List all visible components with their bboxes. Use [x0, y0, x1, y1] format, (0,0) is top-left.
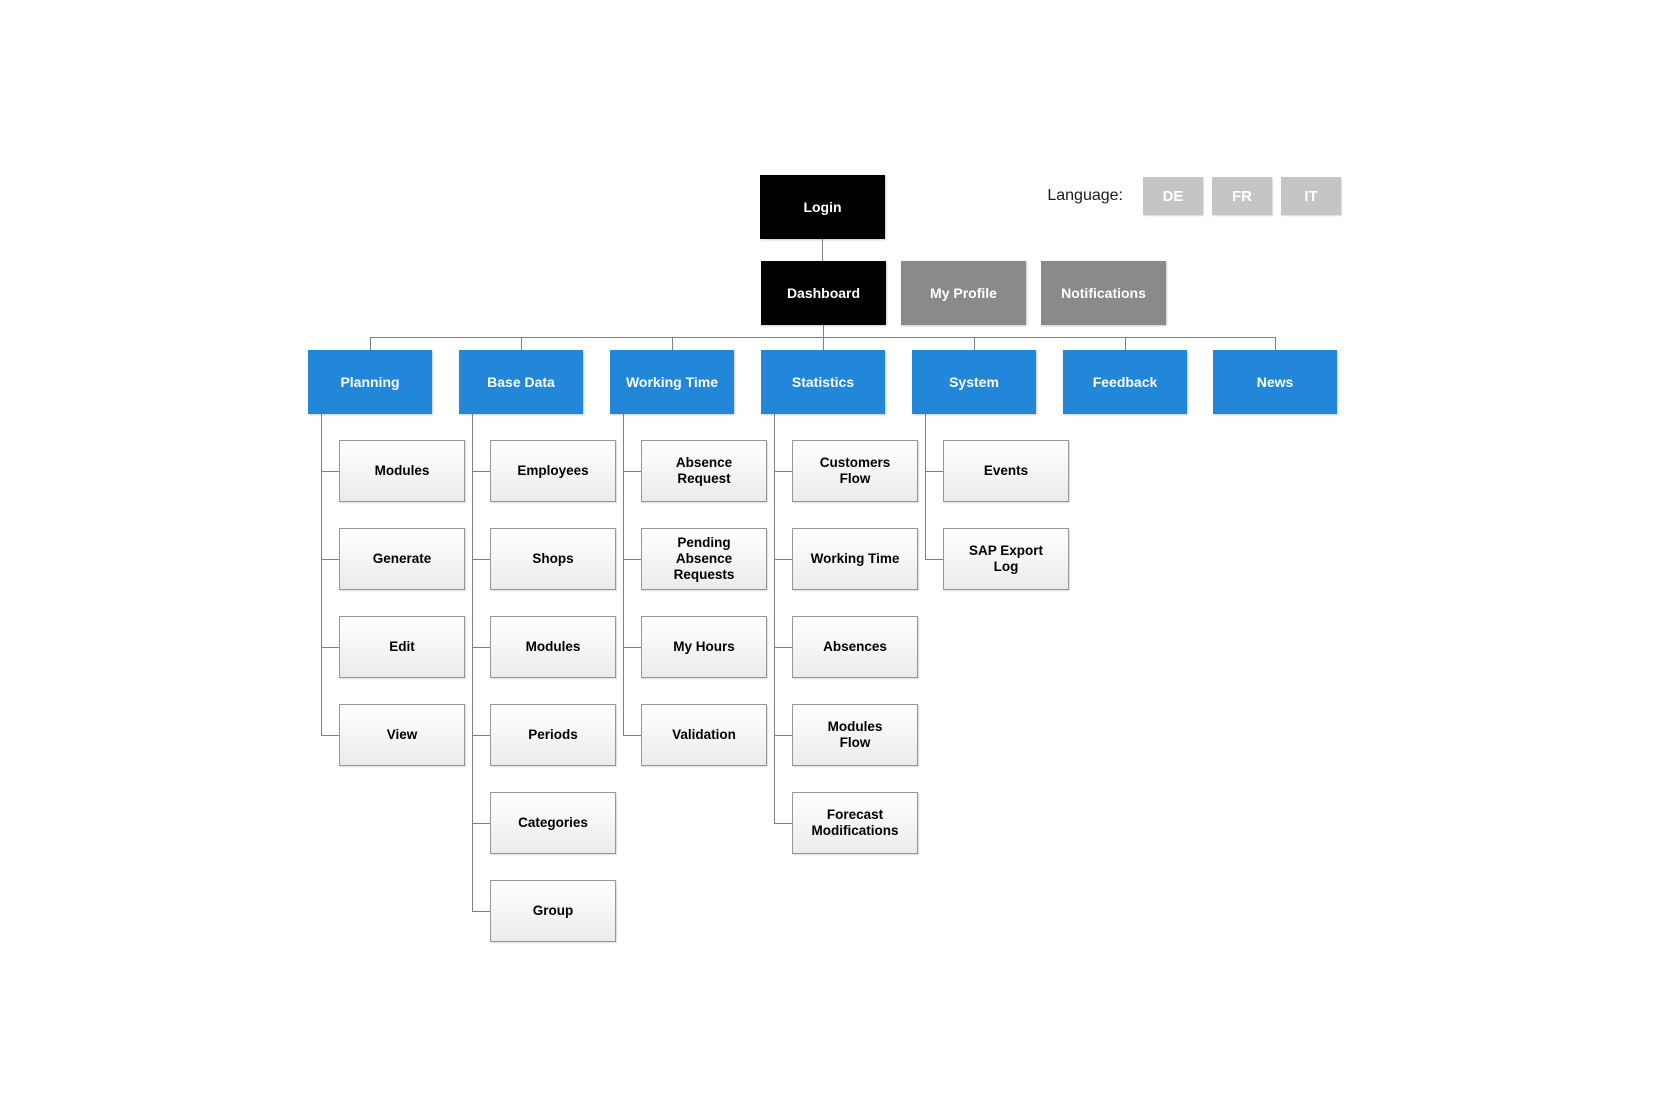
language-button-fr[interactable]: FR — [1212, 177, 1272, 215]
node-my-profile[interactable]: My Profile — [901, 261, 1026, 325]
node-planning-edit[interactable]: Edit — [339, 616, 465, 678]
connector-line — [521, 337, 522, 350]
node-basedata-shops[interactable]: Shops — [490, 528, 616, 590]
section-base-data[interactable]: Base Data — [459, 350, 583, 414]
node-basedata-group[interactable]: Group — [490, 880, 616, 942]
node-statistics-absences[interactable]: Absences — [792, 616, 918, 678]
section-statistics[interactable]: Statistics — [761, 350, 885, 414]
node-basedata-modules[interactable]: Modules — [490, 616, 616, 678]
node-workingtime-absence-request[interactable]: Absence Request — [641, 440, 767, 502]
node-statistics-modules-flow[interactable]: Modules Flow — [792, 704, 918, 766]
language-button-de[interactable]: DE — [1143, 177, 1203, 215]
connector-line — [472, 735, 490, 736]
connector-line — [321, 735, 339, 736]
language-label: Language: — [1047, 187, 1123, 204]
connector-line — [472, 647, 490, 648]
node-login[interactable]: Login — [760, 175, 885, 239]
connector-line — [774, 823, 792, 824]
connector-line — [472, 559, 490, 560]
connector-line — [623, 471, 641, 472]
node-statistics-working-time[interactable]: Working Time — [792, 528, 918, 590]
node-basedata-employees[interactable]: Employees — [490, 440, 616, 502]
connector-line — [823, 337, 824, 350]
connector-line — [623, 647, 641, 648]
node-workingtime-pending-absence-requests[interactable]: Pending Absence Requests — [641, 528, 767, 590]
node-statistics-customers-flow[interactable]: Customers Flow — [792, 440, 918, 502]
connector-line — [370, 337, 1275, 338]
connector-line — [774, 414, 775, 823]
node-system-events[interactable]: Events — [943, 440, 1069, 502]
connector-line — [925, 559, 943, 560]
connector-line — [925, 414, 926, 559]
node-system-sap-export-log[interactable]: SAP Export Log — [943, 528, 1069, 590]
language-button-it[interactable]: IT — [1281, 177, 1341, 215]
connector-line — [321, 647, 339, 648]
connector-line — [774, 735, 792, 736]
section-news[interactable]: News — [1213, 350, 1337, 414]
section-feedback[interactable]: Feedback — [1063, 350, 1187, 414]
connector-line — [623, 559, 641, 560]
node-workingtime-validation[interactable]: Validation — [641, 704, 767, 766]
node-planning-generate[interactable]: Generate — [339, 528, 465, 590]
connector-line — [321, 559, 339, 560]
connector-line — [774, 471, 792, 472]
node-workingtime-my-hours[interactable]: My Hours — [641, 616, 767, 678]
node-planning-view[interactable]: View — [339, 704, 465, 766]
connector-line — [623, 414, 624, 735]
connector-line — [974, 337, 975, 350]
connector-line — [623, 735, 641, 736]
connector-line — [672, 337, 673, 350]
section-system[interactable]: System — [912, 350, 1036, 414]
connector-line — [823, 325, 824, 338]
connector-line — [472, 911, 490, 912]
connector-line — [925, 471, 943, 472]
connector-line — [472, 471, 490, 472]
node-notifications[interactable]: Notifications — [1041, 261, 1166, 325]
section-working-time[interactable]: Working Time — [610, 350, 734, 414]
connector-line — [774, 559, 792, 560]
node-statistics-forecast-modifications[interactable]: Forecast Modifications — [792, 792, 918, 854]
section-planning[interactable]: Planning — [308, 350, 432, 414]
connector-line — [321, 414, 322, 735]
connector-line — [370, 337, 371, 350]
connector-line — [1275, 337, 1276, 350]
connector-line — [321, 471, 339, 472]
connector-line — [472, 823, 490, 824]
connector-line — [472, 414, 473, 911]
node-basedata-categories[interactable]: Categories — [490, 792, 616, 854]
node-planning-modules[interactable]: Modules — [339, 440, 465, 502]
node-dashboard[interactable]: Dashboard — [761, 261, 886, 325]
connector-line — [822, 239, 823, 261]
connector-line — [1125, 337, 1126, 350]
connector-line — [774, 647, 792, 648]
node-basedata-periods[interactable]: Periods — [490, 704, 616, 766]
